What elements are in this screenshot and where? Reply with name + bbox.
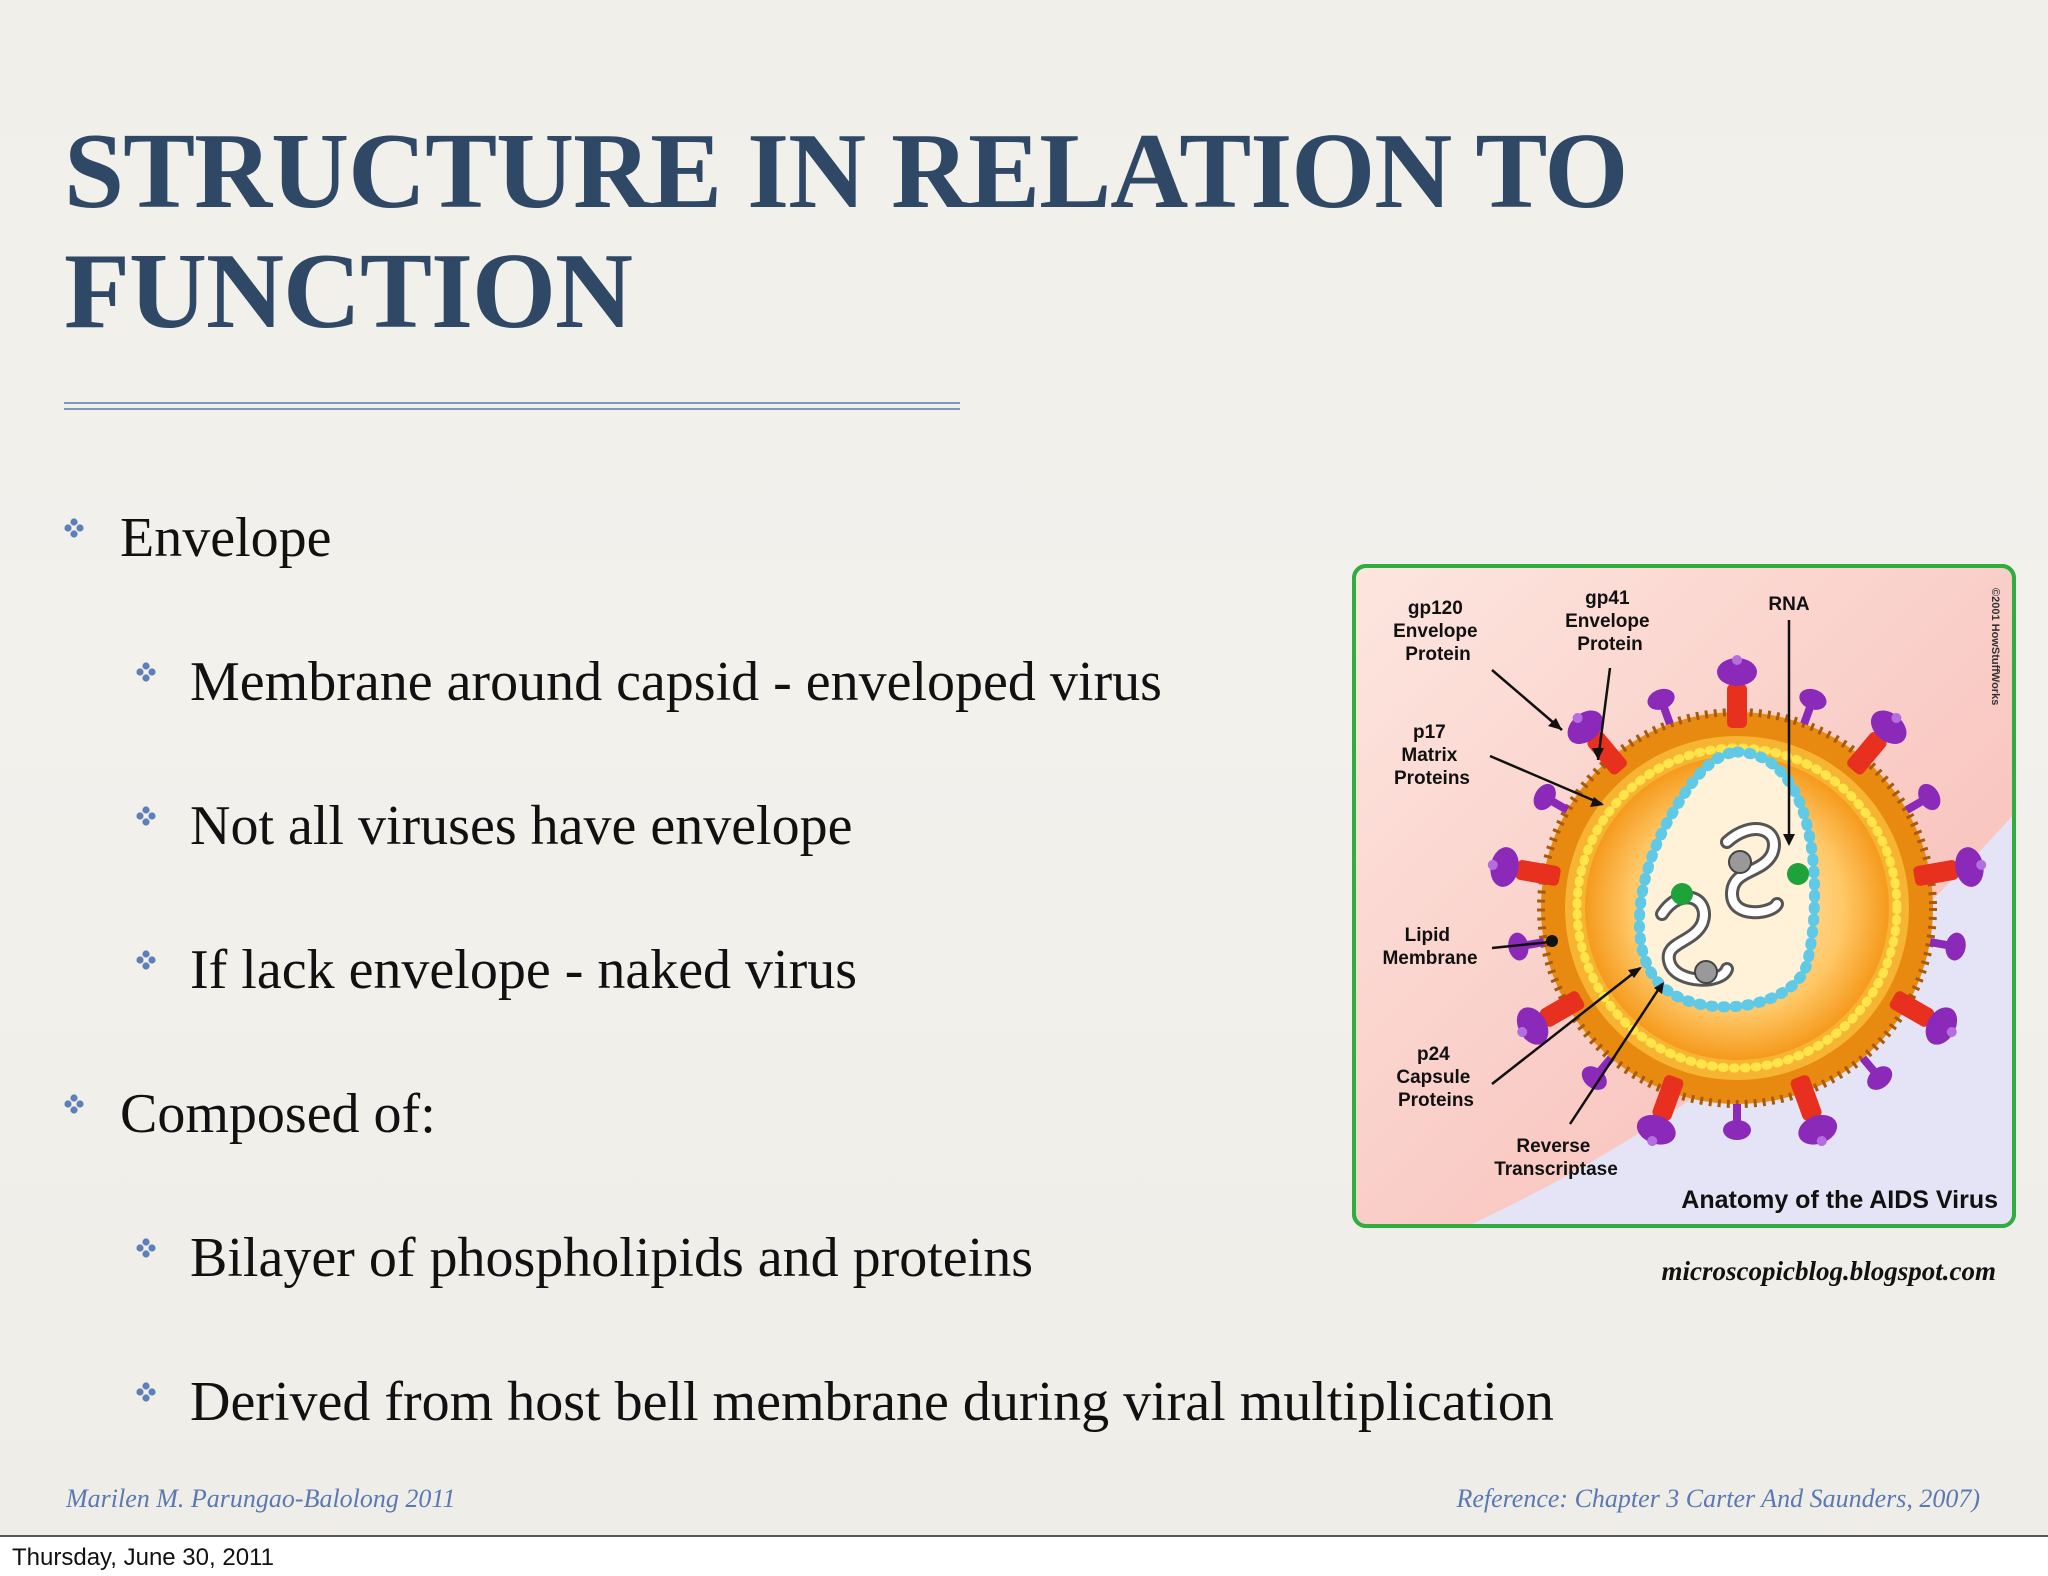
print-date: Thursday, June 30, 2011 xyxy=(12,1544,274,1571)
footer-author: Marilen M. Parungao-Balolong 2011 xyxy=(66,1484,456,1513)
slide: STRUCTURE IN RELATION TO FUNCTION Envelo… xyxy=(0,0,2048,1535)
reverse-transcriptase xyxy=(1728,850,1752,874)
bullet-level1: Envelope xyxy=(64,506,332,570)
bullet-text: Derived from host bell membrane during v… xyxy=(190,1371,1554,1433)
green-protein xyxy=(1671,883,1693,905)
bullet-level2: Membrane around capsid - enveloped virus xyxy=(136,650,1162,714)
bullet-icon xyxy=(64,518,84,538)
bullet-text: If lack envelope - naked virus xyxy=(190,939,858,1001)
label-gp41: gp41 Envelope Protein xyxy=(1565,588,1655,655)
label-p17: p17 Matrix Proteins xyxy=(1394,722,1470,789)
bullet-level1: Composed of: xyxy=(64,1082,436,1146)
label-p24: p24 Capsule Proteins xyxy=(1396,1044,1475,1111)
label-gp120: gp120 Envelope Protein xyxy=(1393,598,1483,665)
bullet-icon xyxy=(136,662,156,682)
envelope-spikes xyxy=(1487,655,1987,1147)
diagram-copyright: ©2001 HowStuffWorks xyxy=(1989,588,2001,705)
bullet-icon xyxy=(136,1382,156,1402)
bullet-text: Composed of: xyxy=(120,1083,436,1145)
bullet-level2: Derived from host bell membrane during v… xyxy=(136,1370,1554,1434)
footer-reference: Reference: Chapter 3 Carter And Saunders… xyxy=(1456,1484,1980,1513)
slide-bottom-border xyxy=(0,1535,2048,1537)
bullet-icon xyxy=(64,1094,84,1114)
bullet-icon xyxy=(136,950,156,970)
bullet-text: Not all viruses have envelope xyxy=(190,795,853,857)
slide-title: STRUCTURE IN RELATION TO FUNCTION xyxy=(64,112,1628,351)
label-rna: RNA xyxy=(1768,594,1809,615)
bullet-level2: Not all viruses have envelope xyxy=(136,794,853,858)
label-lipid-membrane: Lipid Membrane xyxy=(1382,925,1477,969)
bullet-text: Membrane around capsid - enveloped virus xyxy=(190,651,1162,713)
diagram-background-wedge xyxy=(1472,814,2014,1224)
print-footer xyxy=(0,1537,2048,1576)
bullet-text: Bilayer of phospholipids and proteins xyxy=(190,1227,1034,1289)
bullet-level2: Bilayer of phospholipids and proteins xyxy=(136,1226,1034,1290)
label-reverse-transcriptase: Reverse Transcriptase xyxy=(1494,1136,1618,1180)
aids-virus-diagram: gp120 Envelope Protein gp41 Envelope Pro… xyxy=(1352,564,2016,1228)
reverse-transcriptase xyxy=(1694,960,1718,984)
bullet-icon xyxy=(136,806,156,826)
title-divider xyxy=(64,402,960,410)
green-protein xyxy=(1787,863,1809,885)
bullet-text: Envelope xyxy=(120,507,332,569)
bullet-icon xyxy=(136,1238,156,1258)
bullet-level2: If lack envelope - naked virus xyxy=(136,938,858,1002)
image-credit: microscopicblog.blogspot.com xyxy=(1661,1256,1996,1286)
diagram-caption: Anatomy of the AIDS Virus xyxy=(1681,1186,1998,1214)
